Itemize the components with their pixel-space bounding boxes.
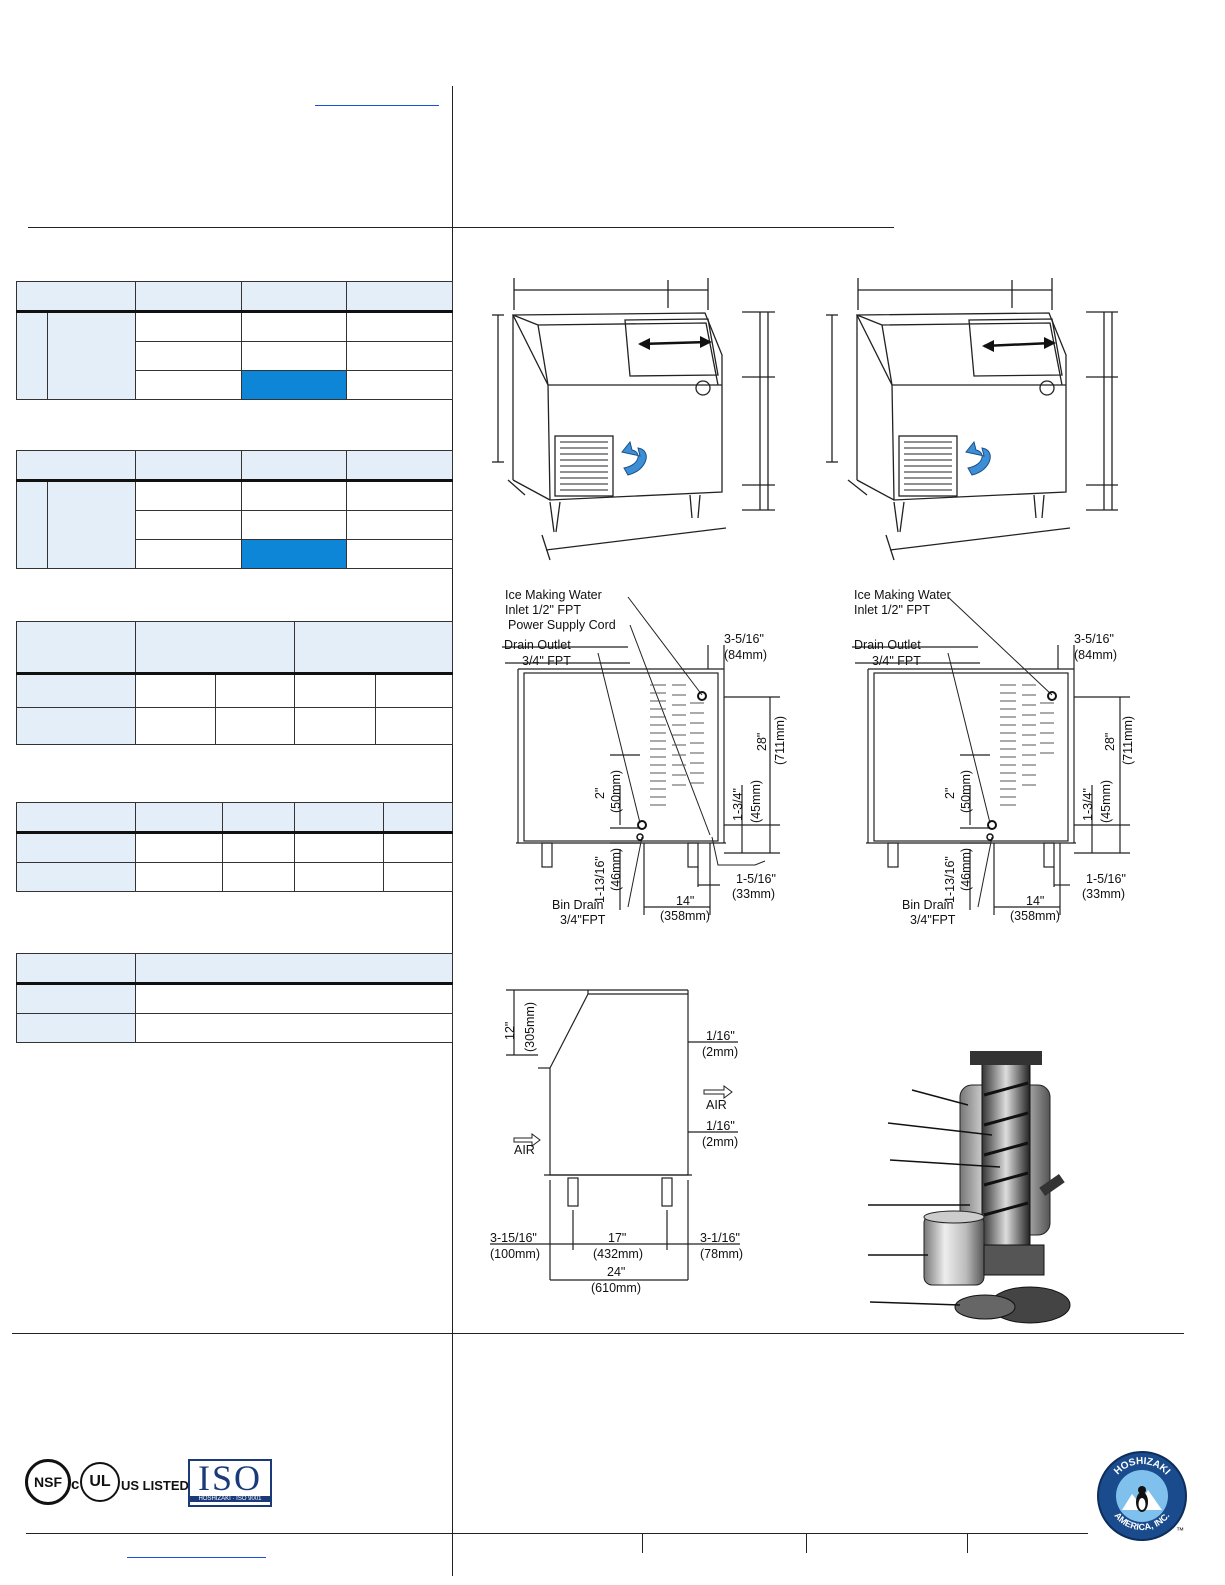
footer-rule-top bbox=[12, 1333, 1184, 1334]
air-out-label: AIR bbox=[706, 1098, 727, 1112]
dim-14-in: 14" bbox=[676, 894, 694, 908]
side-view: 12" (305mm) 1/16" (2mm) AIR 1/16" (2mm) … bbox=[490, 989, 743, 1295]
dim-right-in: 3-5/16" bbox=[724, 632, 764, 646]
footer-divider-2 bbox=[806, 1533, 807, 1553]
dim-11316-in: 1-13/16" bbox=[943, 856, 957, 903]
dim-12-in: 12" bbox=[503, 1022, 517, 1040]
label-ice-making-water: Ice Making Water bbox=[854, 588, 951, 602]
dim-28-in: 28" bbox=[1103, 733, 1117, 751]
dim-1516-in: 1-5/16" bbox=[1086, 872, 1126, 886]
ul-listed-text: US LISTED bbox=[121, 1478, 189, 1493]
dim-134-in: 1-3/4" bbox=[1081, 788, 1095, 821]
dim-28-in: 28" bbox=[755, 733, 769, 751]
highlight-cell bbox=[241, 370, 347, 400]
evaporator-illustration bbox=[868, 1051, 1071, 1324]
dim-11316-mm: (46mm) bbox=[959, 848, 973, 891]
dim-gap1-in: 1/16" bbox=[706, 1029, 735, 1043]
dim-28-mm: (711mm) bbox=[773, 716, 787, 765]
footer-link[interactable] bbox=[127, 1557, 266, 1558]
dim-28-mm: (711mm) bbox=[1121, 716, 1135, 765]
spec-table-2 bbox=[16, 450, 453, 569]
dim-gap2-in: 1/16" bbox=[706, 1119, 735, 1133]
dim-mid-in: 17" bbox=[608, 1231, 626, 1245]
dim-11316-mm: (46mm) bbox=[609, 848, 623, 891]
label-drain-fpt: 3/4" FPT bbox=[522, 654, 571, 668]
dim-mid-mm: (432mm) bbox=[593, 1247, 643, 1261]
dim-total-mm: (610mm) bbox=[591, 1281, 641, 1295]
spec-table-4 bbox=[16, 802, 453, 892]
dim-gap2-mm: (2mm) bbox=[702, 1135, 738, 1149]
footer-divider-1 bbox=[642, 1533, 643, 1553]
ul-c-mark: c bbox=[71, 1476, 80, 1493]
label-bin-drain: Bin Drain bbox=[552, 898, 603, 912]
label-drain-outlet: Drain Outlet bbox=[504, 638, 571, 652]
dim-left-mm: (100mm) bbox=[490, 1247, 540, 1261]
trademark-symbol: ™ bbox=[1176, 1526, 1184, 1535]
label-drain-outlet: Drain Outlet bbox=[854, 638, 921, 652]
label-bin-drain: Bin Drain bbox=[902, 898, 953, 912]
hoshizaki-logo: HOSHIZAKI AMERICA, INC. bbox=[1097, 1451, 1187, 1541]
column-divider bbox=[452, 86, 453, 1576]
dim-right-mm: (78mm) bbox=[700, 1247, 743, 1261]
dim-134-mm: (45mm) bbox=[1099, 780, 1113, 823]
footer-divider-3 bbox=[967, 1533, 968, 1553]
dim-left-in: 3-15/16" bbox=[490, 1231, 537, 1245]
front-view-left: Ice Making Water Inlet 1/2" FPT Power Su… bbox=[502, 588, 787, 927]
label-inlet: Inlet 1/2" FPT bbox=[505, 603, 581, 617]
dim-right-mm: (84mm) bbox=[724, 648, 767, 662]
dim-gap1-mm: (2mm) bbox=[702, 1045, 738, 1059]
ul-logo: UL bbox=[80, 1462, 120, 1502]
dim-1516-mm: (33mm) bbox=[1082, 887, 1125, 901]
spec-table-3 bbox=[16, 621, 453, 745]
isometric-drawing-right bbox=[826, 278, 1118, 561]
label-power-supply-cord: Power Supply Cord bbox=[508, 618, 616, 632]
dim-right-in: 3-1/16" bbox=[700, 1231, 740, 1245]
header-link[interactable] bbox=[315, 105, 439, 106]
dim-2-in: 2" bbox=[943, 788, 957, 799]
dim-1516-in: 1-5/16" bbox=[736, 872, 776, 886]
front-view-right: Ice Making Water Inlet 1/2" FPT Drain Ou… bbox=[852, 588, 1135, 927]
label-bin-drain-fpt: 3/4"FPT bbox=[910, 913, 956, 927]
header-rule-right bbox=[453, 227, 894, 228]
dim-right-mm: (84mm) bbox=[1074, 648, 1117, 662]
dim-1516-mm: (33mm) bbox=[732, 887, 775, 901]
label-inlet: Inlet 1/2" FPT bbox=[854, 603, 930, 617]
dim-134-in: 1-3/4" bbox=[731, 788, 745, 821]
highlight-cell bbox=[241, 539, 347, 569]
label-ice-making-water: Ice Making Water bbox=[505, 588, 602, 602]
air-in-label: AIR bbox=[514, 1143, 535, 1157]
spec-table-1 bbox=[16, 281, 453, 400]
dim-11316-in: 1-13/16" bbox=[593, 856, 607, 903]
dim-2-in: 2" bbox=[593, 788, 607, 799]
dim-right-in: 3-5/16" bbox=[1074, 632, 1114, 646]
footer-rule-bottom bbox=[26, 1533, 1088, 1534]
dim-14-mm: (358mm) bbox=[1010, 909, 1060, 923]
iso-subtitle: HOSHIZAKI · ISO 9001 bbox=[190, 1496, 270, 1502]
label-bin-drain-fpt: 3/4"FPT bbox=[560, 913, 606, 927]
nsf-logo: NSF bbox=[25, 1459, 71, 1505]
dim-total-in: 24" bbox=[607, 1265, 625, 1279]
iso-letters: ISO bbox=[197, 1458, 262, 1498]
dim-2-mm: (50mm) bbox=[609, 770, 623, 813]
dim-14-in: 14" bbox=[1026, 894, 1044, 908]
iso-logo: ISO HOSHIZAKI · ISO 9001 bbox=[188, 1459, 272, 1507]
spec-table-5 bbox=[16, 953, 453, 1043]
dim-14-mm: (358mm) bbox=[660, 909, 710, 923]
dim-134-mm: (45mm) bbox=[749, 780, 763, 823]
dim-12-mm: (305mm) bbox=[523, 1002, 537, 1052]
label-drain-fpt: 3/4" FPT bbox=[872, 654, 921, 668]
dim-2-mm: (50mm) bbox=[959, 770, 973, 813]
isometric-drawing-left bbox=[492, 278, 775, 561]
header-rule-left bbox=[28, 227, 453, 228]
